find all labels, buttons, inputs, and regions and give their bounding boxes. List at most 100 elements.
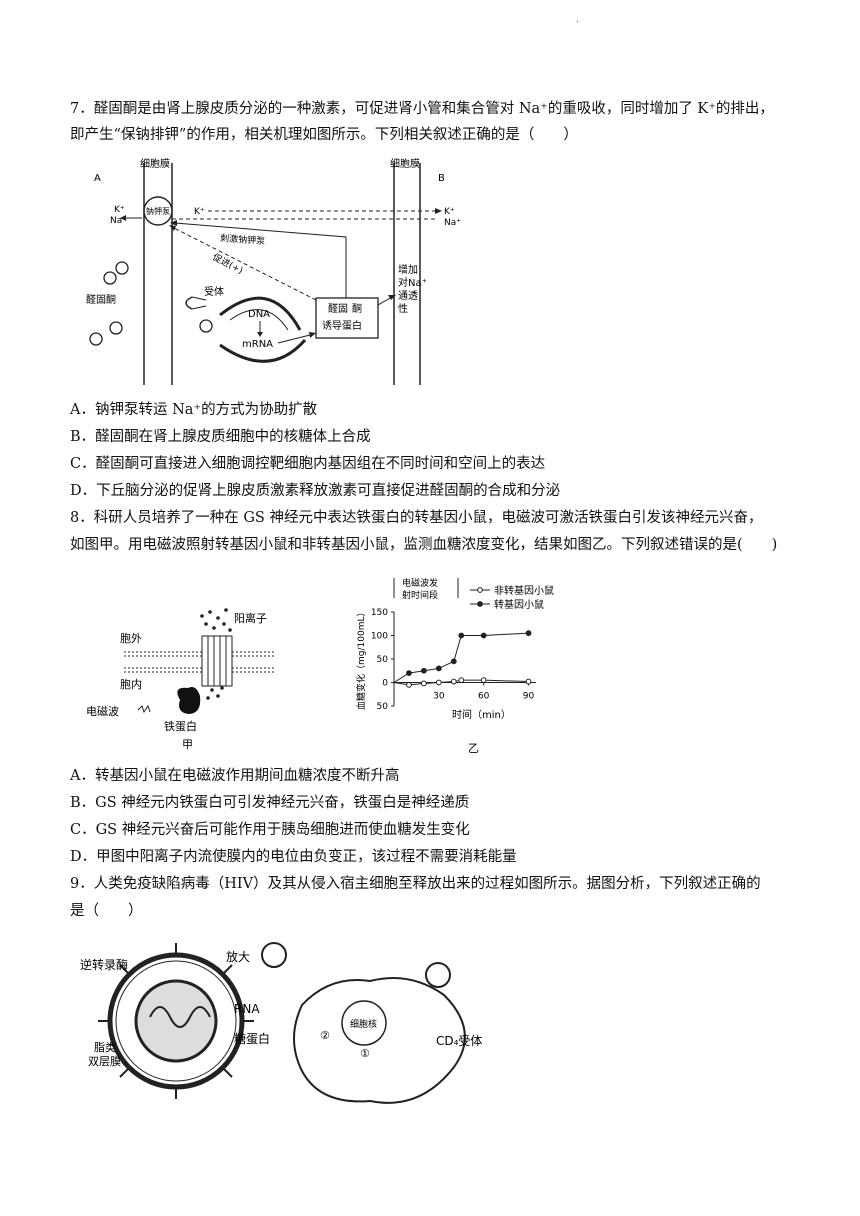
q7-figure: 细胞膜 细胞膜 A B 钠钾泵 K⁺ Na⁺ K⁺ K⁺ Na⁺ 刺激钠钾泵 促…: [86, 157, 461, 385]
step-1-label: ①: [360, 1047, 370, 1060]
data-point: [525, 630, 532, 637]
permeability-label-3: 通透: [398, 290, 418, 302]
magnify-label: 放大: [226, 949, 250, 964]
q7-option-c: C．醛固酮可直接进入细胞调控靶细胞内基因组在不同时间和空间上的表达: [70, 456, 546, 472]
q9-stem-line1: 9．人类免疫缺陷病毒（HIV）及其从侵入宿主细胞至释放出来的过程如图所示。据图分…: [70, 876, 761, 892]
q7-stem-line2: 即产生“保钠排钾”的作用，相关机理如图所示。下列相关叙述正确的是（ ）: [70, 127, 578, 143]
stimulate-label: 刺激钠钾泵: [220, 232, 266, 247]
permeability-label-2: 对Na⁺: [398, 276, 427, 289]
aldosterone-molecule: [199, 319, 213, 333]
nucleus-label: 细胞核: [350, 1018, 377, 1030]
aldosterone-molecule: [103, 271, 117, 285]
legend-label: 非转基因小鼠: [494, 584, 554, 597]
induced-protein-label-1: 醛固: [328, 302, 348, 315]
q7-option-b: B．醛固酮在肾上腺皮质细胞中的核糖体上合成: [70, 429, 371, 445]
nucleus-arc: [219, 296, 302, 331]
mrna-label: mRNA: [242, 339, 273, 350]
x-tick-label: 30: [433, 692, 445, 702]
q7-stem-line1: 7．醛固酮是由肾上腺皮质分泌的一种激素，可促进肾小管和集合管对 Na⁺的重吸收，…: [70, 101, 774, 117]
cell-nucleus: [341, 1000, 387, 1046]
data-point: [420, 680, 427, 687]
aldosterone-molecule: [89, 332, 103, 346]
sodium-potassium-pump: [143, 196, 173, 226]
aldosterone-molecule: [109, 321, 123, 335]
data-point: [480, 677, 487, 684]
hiv-rna-strand: [149, 1006, 211, 1028]
q8-stem-line2: 如图甲。用电磁波照射转基因小鼠和非转基因小鼠，监测血糖浓度变化，结果如图乙。下列…: [70, 537, 778, 553]
em-wave-label: 电磁波: [86, 705, 119, 718]
y-tick-label: 150: [371, 608, 388, 618]
hiv-envelope: [107, 952, 245, 1090]
host-cell: [293, 977, 466, 1104]
k-ion-right: K⁺: [444, 207, 455, 217]
q9-stem-line2: 是（ ）: [70, 903, 143, 919]
entering-virion: [425, 962, 451, 988]
ion-channel: [201, 635, 233, 687]
membrane-bilayer: [124, 651, 274, 673]
k-ion-left: K⁺: [114, 205, 125, 215]
induced-protein-label-3: 诱导蛋白: [322, 319, 362, 332]
cd4-receptor-label: CD₄受体: [436, 1034, 482, 1048]
x-tick-label: 90: [523, 692, 535, 702]
glycoprotein-spikes: [98, 943, 254, 1099]
nucleus-arc: [229, 309, 289, 331]
data-point: [525, 678, 532, 685]
data-point: [435, 679, 442, 686]
data-point: [458, 677, 465, 684]
q8-option-c: C．GS 神经元兴奋后可能作用于胰岛细胞进而使血糖发生变化: [70, 822, 470, 838]
q8-option-a: A．转基因小鼠在电磁波作用期间血糖浓度不断升高: [70, 768, 400, 784]
q9-figure: 逆转录酶 RNA 糖蛋白 脂类 双层膜 细胞核 ① ② 放大 CD₄受体: [80, 942, 482, 1104]
legend-label: 转基因小鼠: [494, 598, 544, 611]
em-period-label-1: 电磁波发: [402, 577, 438, 589]
hiv-capsid: [134, 979, 218, 1063]
figure-yi-caption: 乙: [468, 742, 479, 755]
data-point: [406, 670, 412, 676]
glycoprotein-label: 糖蛋白: [234, 1031, 270, 1046]
inside-label: 胞内: [120, 677, 142, 691]
k-ion-mid: K⁺: [194, 207, 205, 217]
em-wave-icon: [137, 704, 151, 714]
legend-marker: [477, 587, 483, 593]
y-tick-label: 50: [377, 655, 389, 665]
outside-label: 胞外: [120, 632, 142, 645]
cation-label: 阳离子: [234, 611, 267, 625]
q8-option-b: B．GS 神经元内铁蛋白可引发神经元兴奋，铁蛋白是神经递质: [70, 795, 470, 811]
q8-stem-line1: 8．科研人员培养了一种在 GS 神经元中表达铁蛋白的转基因小鼠，电磁波可激活铁蛋…: [70, 510, 763, 526]
side-b-label: B: [438, 173, 445, 184]
xlabel: 时间（min）: [452, 708, 511, 721]
y-tick-label: 100: [371, 632, 388, 642]
step-2-label: ②: [320, 1029, 330, 1042]
legend-marker: [477, 601, 483, 607]
ylabel: 血糖变化（mg/100mL）: [355, 608, 367, 710]
data-point: [458, 632, 465, 639]
aldosterone-molecule: [115, 261, 129, 275]
em-period-label-2: 射时间段: [402, 589, 438, 601]
ferritin-label: 铁蛋白: [164, 719, 197, 733]
q8-option-d: D．甲图中阳离子内流使膜内的电位由负变正，该过程不需要消耗能量: [70, 849, 517, 865]
aldosterone-label: 醛固酮: [86, 293, 116, 306]
na-ion-left: Na⁺: [110, 216, 127, 226]
figure-jia-caption: 甲: [182, 738, 193, 751]
y-tick-label: 0: [382, 679, 388, 689]
data-point: [435, 665, 442, 672]
y-tick-label: 50: [377, 702, 389, 712]
data-point: [406, 681, 412, 688]
right-membrane-label: 细胞膜: [390, 157, 420, 170]
header-mark: .: [576, 14, 580, 25]
data-point: [420, 667, 427, 674]
induced-protein-label-2: 酮: [352, 303, 362, 315]
permeability-label-1: 增加: [398, 263, 418, 276]
induced-protein-box: [315, 297, 379, 339]
q8-figure-yi-chart: 电磁波发 射时间段 血糖变化（mg/100mL） 时间（min） 乙 150 10…: [355, 577, 554, 755]
budding-virion: [261, 942, 287, 968]
dna-label: DNA: [248, 309, 270, 320]
nucleus-arc: [219, 339, 307, 363]
pump-label: 钠钾泵: [146, 206, 170, 216]
q7-option-a: A．钠钾泵转运 Na⁺的方式为协助扩散: [70, 402, 318, 418]
side-a-label: A: [94, 173, 101, 184]
q8-figure-jia: 胞外 胞内 阳离子 电磁波 铁蛋白 甲: [86, 608, 274, 751]
lipid-label-1: 脂类: [94, 1040, 116, 1054]
series-line: [393, 632, 529, 683]
na-ion-right: Na⁺: [444, 218, 461, 228]
data-point: [480, 632, 487, 639]
